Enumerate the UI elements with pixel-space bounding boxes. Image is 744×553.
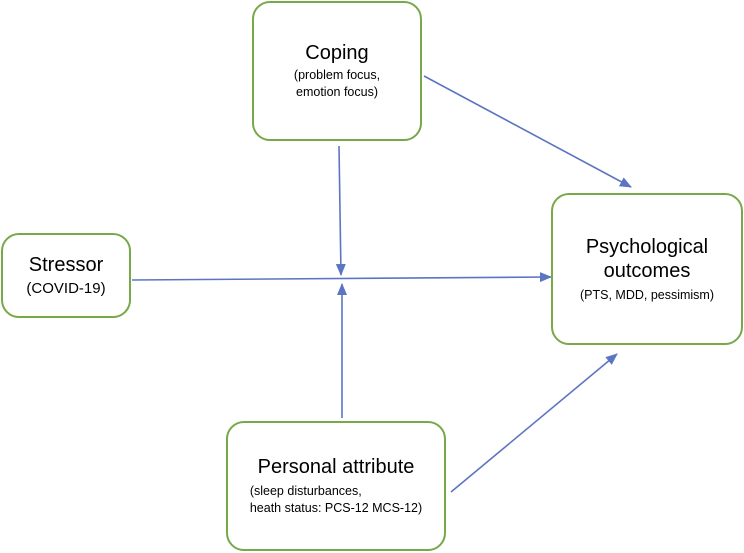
arrow-stressor-to-outcomes xyxy=(131,272,552,283)
node-stressor: Stressor (COVID-19) xyxy=(1,233,131,318)
node-outcomes-detail: (PTS, MDD, pessimism) xyxy=(579,287,715,302)
node-coping-detail-line: (problem focus, xyxy=(293,68,381,82)
node-attribute-detail-line: heath status: PCS-12 MCS-12) xyxy=(249,501,423,515)
node-coping-detail: (problem focus, emotion focus) xyxy=(294,67,380,101)
arrow-coping-to-path xyxy=(335,145,346,276)
node-outcomes-title: Psychological outcomes xyxy=(586,235,708,283)
node-coping-title: Coping xyxy=(305,42,369,64)
node-stressor-detail: (COVID-19) xyxy=(26,279,106,297)
arrow-attribute-to-outcomes xyxy=(450,353,618,493)
node-stressor-title: Stressor xyxy=(28,253,104,276)
node-coping: Coping (problem focus, emotion focus) xyxy=(252,1,422,141)
node-outcomes-title-line: outcomes xyxy=(603,259,691,282)
node-attribute-detail: (sleep disturbances, heath status: PCS-1… xyxy=(250,483,422,517)
node-outcomes-title-line: Psychological xyxy=(585,235,709,258)
node-attribute: Personal attribute (sleep disturbances, … xyxy=(226,421,446,551)
node-attribute-title: Personal attribute xyxy=(257,456,415,478)
arrow-coping-to-outcomes xyxy=(423,75,632,188)
node-attribute-detail-line: (sleep disturbances, xyxy=(249,484,362,498)
node-coping-detail-line: emotion focus) xyxy=(296,85,378,99)
node-outcomes: Psychological outcomes (PTS, MDD, pessim… xyxy=(551,193,743,345)
